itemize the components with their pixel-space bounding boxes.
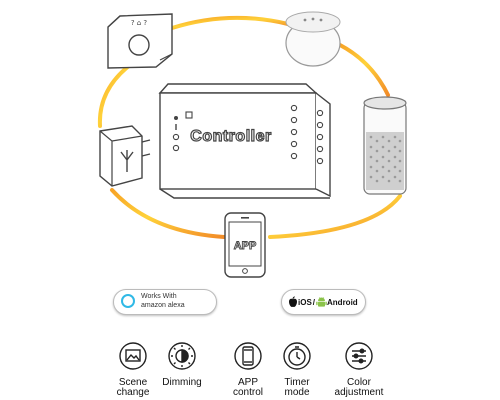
ring-arc-plug-to-hub	[97, 60, 136, 128]
sliders-icon	[345, 342, 373, 370]
ring-arc-echo-to-phone	[268, 194, 402, 239]
phone-icon	[234, 342, 262, 370]
os-badge: iOS / Android	[281, 289, 366, 315]
ring-arc-hub-to-speaker	[170, 15, 290, 30]
feature-label-line1: Timer	[284, 377, 310, 388]
svg-text:? ⌂ ?: ? ⌂ ?	[131, 19, 148, 27]
feature-label-line1: Color	[347, 377, 371, 388]
feature-app-control: APP control	[213, 373, 283, 398]
feature-label-line2: adjustment	[334, 387, 384, 398]
bridge-hub-device: ? ⌂ ?	[107, 13, 173, 69]
alexa-badge-text: Works With amazon alexa	[141, 293, 185, 310]
timer-icon	[283, 342, 311, 370]
android-label: Android	[327, 297, 358, 307]
feature-label-line1: Dimming	[162, 377, 202, 388]
feature-scene-change: Scene change	[98, 373, 168, 398]
scene-icon	[119, 342, 147, 370]
alexa-line1: Works With	[141, 293, 177, 300]
controller-device: Controller	[158, 83, 331, 199]
feature-timer-mode: Timer mode	[262, 373, 332, 398]
smartphone-device: APP	[224, 212, 266, 278]
alexa-ring-icon	[121, 294, 135, 308]
controller-label: Controller	[190, 128, 271, 145]
smart-plug-device	[99, 125, 151, 187]
echo-tower-device	[363, 96, 407, 195]
connection-ring	[97, 15, 402, 239]
os-separator: /	[312, 297, 316, 307]
feature-label-line1: Scene	[118, 377, 148, 388]
smart-speaker-device	[285, 11, 341, 67]
app-label: APP	[234, 240, 257, 252]
feature-label-line2: control	[232, 387, 263, 398]
alexa-line2: amazon alexa	[141, 301, 185, 309]
feature-dimming: Dimming	[147, 373, 217, 388]
alexa-badge: Works With amazon alexa	[113, 289, 217, 315]
feature-color-adjustment: Color adjustment	[324, 373, 394, 398]
feature-label-line2: mode	[284, 387, 310, 398]
apple-icon	[289, 296, 297, 307]
android-icon	[316, 297, 327, 307]
dimming-icon	[168, 342, 196, 370]
feature-label-line2: change	[116, 387, 150, 398]
ring-arc-phone-to-plug	[110, 188, 226, 239]
os-badge-row: iOS / Android	[288, 295, 358, 309]
ios-label: iOS	[298, 297, 312, 307]
ring-arc-speaker-to-echo	[338, 43, 390, 97]
feature-label-line1: APP	[237, 377, 258, 388]
